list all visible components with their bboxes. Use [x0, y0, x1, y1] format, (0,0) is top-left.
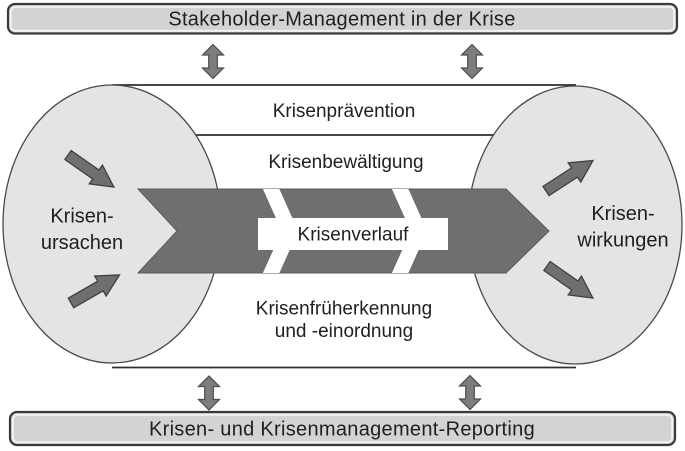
- stakeholder-management-bar-bevel: [9, 5, 676, 32]
- crisis-course-label-box: [258, 218, 448, 250]
- crisis-prevention-label: Krisenprävention: [273, 101, 416, 122]
- crisis-effects-label-line1: Krisen-: [591, 203, 654, 225]
- inward-arrow-icon: [63, 149, 116, 188]
- crisis-causes-label-line2: ursachen: [41, 232, 123, 254]
- stakeholder-management-bar: [6, 2, 679, 35]
- outward-arrow-icon: [542, 260, 595, 299]
- crisis-early-detection-label-line2: und -einordnung: [275, 321, 413, 342]
- crisis-early-detection-label-line1: Krisenfrüherkennung: [256, 299, 432, 320]
- double-arrow-icon: [201, 43, 225, 80]
- double-arrow-icon: [460, 43, 484, 80]
- reporting-bar-bevel: [11, 413, 674, 444]
- inward-arrow-icon: [67, 274, 121, 309]
- crisis-effects-label-line2: wirkungen: [576, 230, 668, 252]
- crisis-coping-label: Krisenbewältigung: [268, 152, 423, 173]
- stakeholder-management-label: Stakeholder-Management in der Krise: [168, 9, 515, 31]
- reporting-bar: [8, 410, 677, 447]
- crisis-course-label: Krisenverlauf: [298, 225, 410, 246]
- double-arrow-icon: [197, 375, 221, 411]
- crisis-causes-label-line1: Krisen-: [50, 206, 113, 228]
- reporting-label: Krisen- und Krisenmanagement-Reporting: [149, 419, 535, 441]
- outward-arrow-icon: [542, 159, 595, 197]
- double-arrow-icon: [458, 374, 482, 411]
